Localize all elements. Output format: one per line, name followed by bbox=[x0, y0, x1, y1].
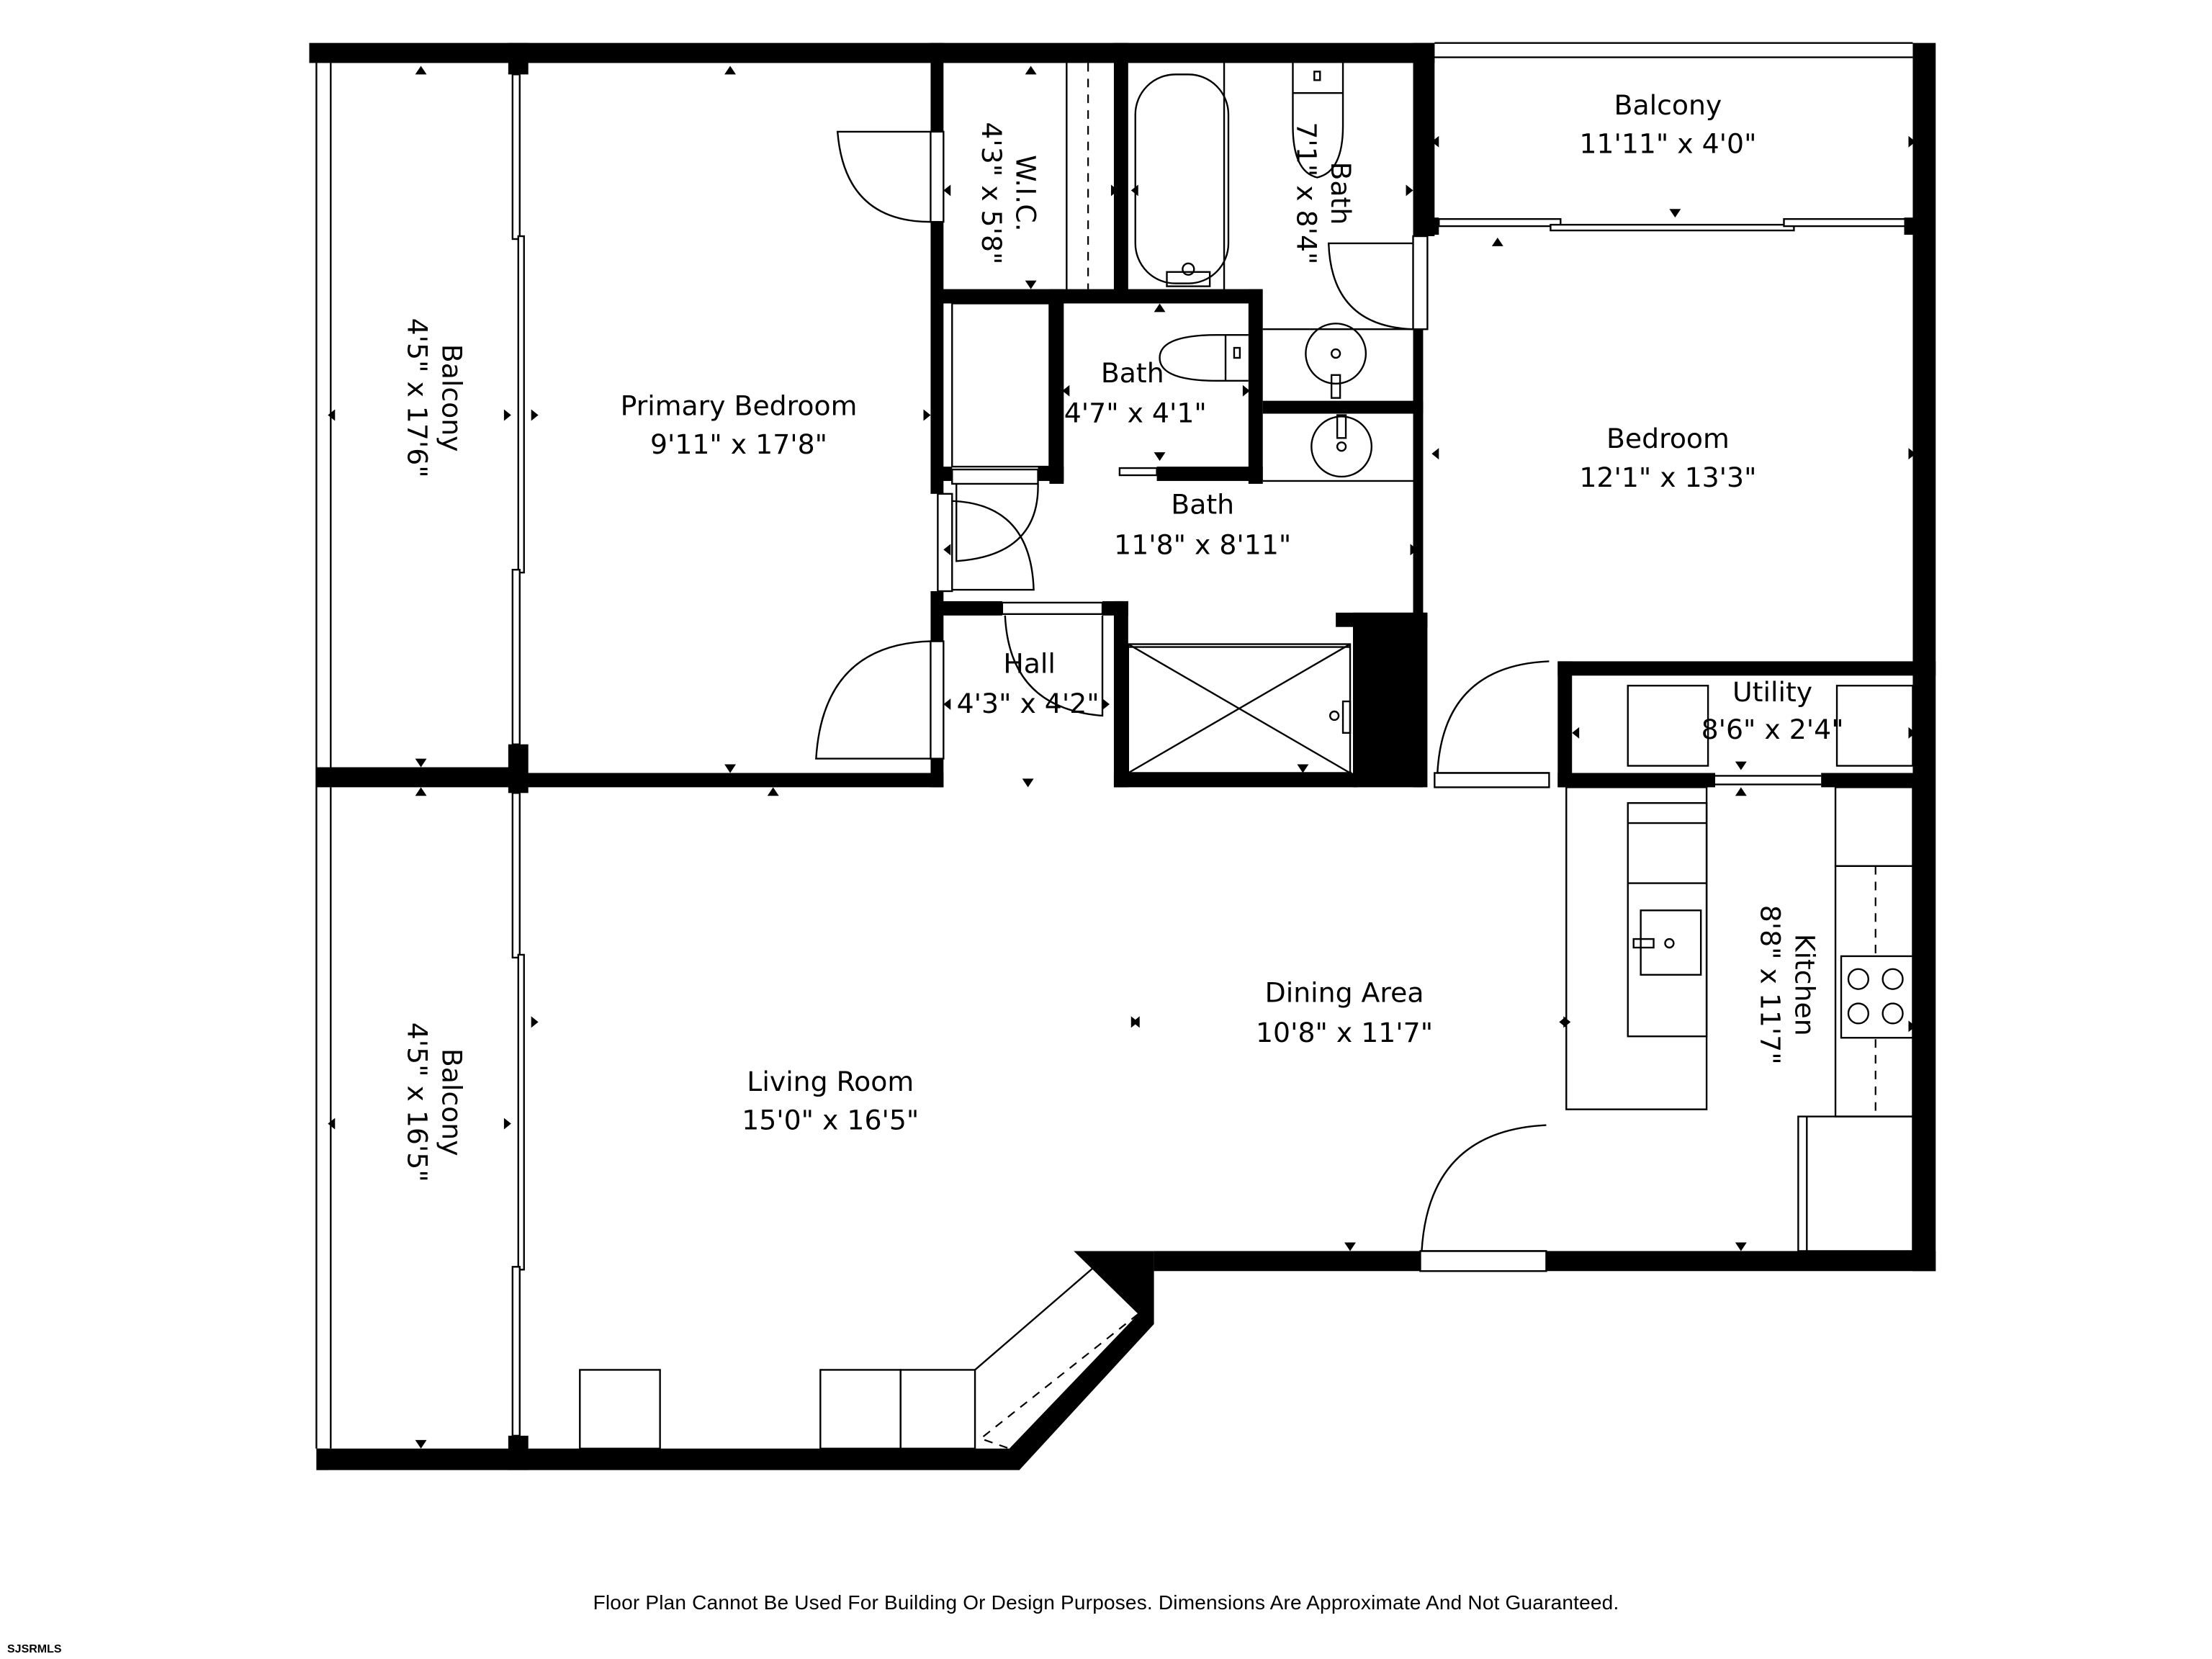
room-label-dining-area: Dining Area 10'8" x 11'7" bbox=[1256, 977, 1433, 1049]
svg-text:4'7" x 4'1": 4'7" x 4'1" bbox=[1064, 397, 1207, 428]
svg-text:8'6" x 2'4": 8'6" x 2'4" bbox=[1701, 714, 1844, 745]
svg-text:8'8" x 11'7": 8'8" x 11'7" bbox=[1755, 905, 1786, 1065]
room-label-bedroom: Bedroom 12'1" x 13'3" bbox=[1579, 423, 1756, 493]
svg-text:15'0" x 16'5": 15'0" x 16'5" bbox=[742, 1104, 919, 1136]
svg-text:10'8" x 11'7": 10'8" x 11'7" bbox=[1256, 1017, 1433, 1048]
room-label-bath-small: Bath 4'7" x 4'1" bbox=[1064, 357, 1207, 429]
svg-text:Dining Area: Dining Area bbox=[1265, 977, 1424, 1009]
room-label-utility: Utility 8'6" x 2'4" bbox=[1701, 676, 1844, 745]
room-label-wic: W.I.C. 4'3" x 5'8" bbox=[976, 122, 1042, 264]
svg-text:Bath: Bath bbox=[1171, 489, 1234, 521]
svg-text:4'3" x 5'8": 4'3" x 5'8" bbox=[976, 122, 1007, 264]
svg-text:Living Room: Living Room bbox=[747, 1066, 914, 1097]
mls-source-mark: SJSRMLS bbox=[7, 1643, 62, 1655]
svg-text:Kitchen: Kitchen bbox=[1789, 934, 1820, 1036]
room-label-balcony-upper-left: Balcony 4'5" x 17'6" bbox=[402, 318, 468, 478]
room-label-balcony-upper-right: Balcony 11'11" x 4'0" bbox=[1579, 89, 1756, 160]
room-labels: Balcony 4'5" x 17'6" Primary Bedroom 9'1… bbox=[402, 89, 1844, 1182]
svg-text:11'11" x 4'0": 11'11" x 4'0" bbox=[1579, 128, 1756, 160]
svg-text:4'5" x 17'6": 4'5" x 17'6" bbox=[402, 318, 433, 478]
doors bbox=[815, 130, 1550, 1272]
svg-text:11'8" x 8'11": 11'8" x 8'11" bbox=[1114, 529, 1291, 560]
room-label-primary-bedroom: Primary Bedroom 9'11" x 17'8" bbox=[621, 390, 858, 461]
disclaimer-text: Floor Plan Cannot Be Used For Building O… bbox=[593, 1591, 1619, 1614]
svg-text:Primary Bedroom: Primary Bedroom bbox=[621, 390, 858, 422]
svg-text:Balcony: Balcony bbox=[436, 1048, 467, 1156]
svg-text:9'11" x 17'8": 9'11" x 17'8" bbox=[650, 428, 827, 460]
svg-text:Balcony: Balcony bbox=[436, 344, 467, 452]
room-label-living-room: Living Room 15'0" x 16'5" bbox=[742, 1066, 919, 1136]
dimension-markers bbox=[328, 66, 1916, 1449]
svg-text:Balcony: Balcony bbox=[1614, 89, 1722, 121]
room-label-balcony-lower-left: Balcony 4'5" x 16'5" bbox=[402, 1022, 468, 1182]
svg-text:Bath: Bath bbox=[1325, 161, 1357, 225]
room-label-bath-main: Bath 11'8" x 8'11" bbox=[1114, 489, 1291, 561]
svg-text:4'5" x 16'5": 4'5" x 16'5" bbox=[402, 1022, 433, 1182]
svg-text:W.I.C.: W.I.C. bbox=[1010, 155, 1042, 232]
room-label-hall: Hall 4'3" x 4'2" bbox=[957, 647, 1100, 719]
room-label-kitchen: Kitchen 8'8" x 11'7" bbox=[1755, 905, 1821, 1065]
svg-text:Utility: Utility bbox=[1732, 676, 1812, 708]
svg-text:12'1" x 13'3": 12'1" x 13'3" bbox=[1579, 462, 1756, 493]
room-label-bath-tub: Bath 7'1" x 8'4" bbox=[1290, 122, 1357, 264]
svg-text:Bedroom: Bedroom bbox=[1606, 423, 1730, 454]
walls bbox=[309, 42, 1936, 1470]
svg-text:7'1" x 8'4": 7'1" x 8'4" bbox=[1290, 122, 1322, 264]
svg-text:Bath: Bath bbox=[1101, 357, 1164, 389]
svg-text:4'3" x 4'2": 4'3" x 4'2" bbox=[957, 688, 1100, 719]
svg-text:Hall: Hall bbox=[1003, 647, 1056, 679]
